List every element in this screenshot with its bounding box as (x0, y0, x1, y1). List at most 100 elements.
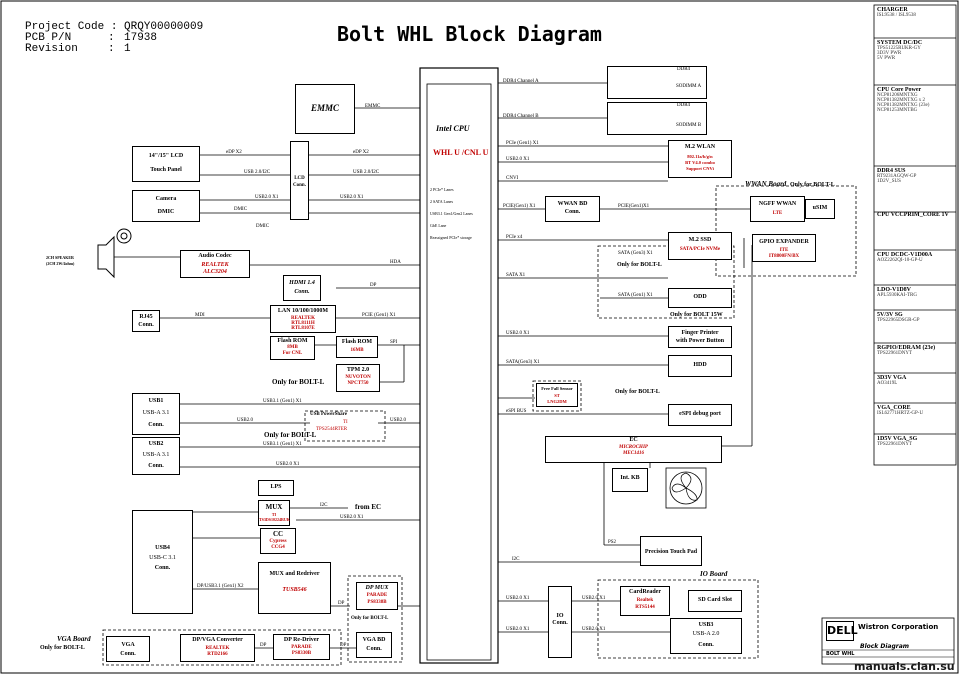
doc-name: BOLT WHL (826, 651, 855, 657)
hdd-label: HDD (693, 362, 707, 368)
cpu-notes: 2 PCIe* Lanes 2 SATA Lanes USB3.1 Gen1/G… (430, 184, 473, 244)
mux-label: MUX (265, 503, 283, 511)
sig-pcie-x4: PCIe x4 (506, 235, 523, 240)
sig-usb20-io: USB2.0 X1 (506, 596, 530, 601)
gpio-label: GPIO EXPANDER (759, 239, 809, 245)
power-row-title: SYSTEM DC/DC (877, 40, 923, 46)
revision-sep: : (108, 43, 115, 55)
odd-block: ODD (668, 288, 732, 308)
finger-sub: with Power Button (675, 338, 725, 344)
wwanbd-conn: Conn. (564, 209, 581, 215)
usim-block: uSIM (805, 199, 835, 219)
ssd-spec: SATA/PCIe NVMe (679, 247, 721, 252)
vgabd-conn: Conn. (366, 646, 382, 652)
flash2-label: Flash ROM (341, 339, 373, 345)
sig-emmc: EMMC (365, 104, 381, 109)
wwanbd-label: WWAN BD (557, 201, 588, 207)
power-row-title: CHARGER (877, 7, 908, 13)
cpu-label: Intel CPU (436, 124, 470, 133)
wlan-spec3: Support CNVi (686, 166, 714, 171)
vga-label: VGA (121, 642, 135, 648)
audio-codec-block: Audio Codec REALTEK ALC3204 (180, 250, 250, 278)
sig-dp: DP (370, 283, 377, 288)
espi-debug-block: eSPI debug port (668, 404, 732, 426)
sig-dp3: DP (260, 643, 267, 648)
finger-printer-block: Finger Printer with Power Button (668, 326, 732, 348)
usb4-spec: USB-C 3.1 (149, 555, 176, 561)
power-row-title: 3D3V VGA (877, 375, 907, 381)
mux-part: TS3DS10224RUK (259, 517, 290, 522)
power-row: RGPIO/EDRAM (23e)TPS22961DNYT (877, 345, 935, 356)
sig-i2c-tp: I2C (512, 557, 520, 562)
sig-sata-hdd: SATA(Gen3) X1 (506, 360, 540, 365)
lps-block: LPS (258, 480, 294, 496)
sig-spi: SPI (390, 340, 398, 345)
odd-label: ODD (693, 294, 707, 300)
power-row-title: DDR4 SUS (877, 168, 906, 174)
power-row-title: RGPIO/EDRAM (23e) (877, 345, 936, 351)
sig-pcie-lan: PCIE (Gen1) X1 (362, 313, 396, 318)
sd-card-slot-block: SD Card Slot (688, 590, 742, 612)
cpu-note: 2 PCIe* Lanes (430, 187, 454, 192)
redriver-block: MUX and Redriver TUSB546 (258, 562, 331, 614)
from-ec: from EC (355, 503, 382, 511)
sdslot-label: SD Card Slot (697, 597, 732, 603)
sig-usb20-u2: USB2.0 X1 (276, 462, 300, 467)
ssd-label: M.2 SSD (688, 237, 712, 243)
ec-part: MEC1416 (622, 451, 645, 456)
hdmi-label: HDMI 1.4 (289, 280, 315, 286)
ngff-label: NGFF WWAN (758, 201, 797, 207)
lps-label: LPS (270, 484, 282, 490)
sig-ddr-b: DDR4 Channel B (503, 114, 539, 119)
lan-label: LAN 10/100/1000M (277, 308, 329, 314)
power-row-title: 1D5V VGA_SG (877, 436, 918, 442)
audio-label: Audio Codec (198, 253, 232, 259)
sig-usb20-ps: USB2.0 (237, 418, 253, 423)
note-bolt-l-ssd: Only for BOLT-L (617, 262, 662, 268)
sig-edp2: eDP X2 (353, 150, 369, 155)
finger-label: Finger Printer (681, 330, 719, 336)
audio-vendor: REALTEK (201, 262, 229, 268)
power-row-line: NCP81206MNTXG (877, 93, 918, 98)
usb4-label: USB4 (155, 545, 170, 551)
mux-block: MUX TI TS3DS10224RUK (258, 500, 290, 526)
audio-part: ALC3204 (203, 269, 227, 275)
usb1-spec: USB-A 3.1 (142, 410, 170, 416)
tpm-vendor: NUVOTON (345, 375, 371, 380)
cpu-sub: WHL U /CNL U (433, 148, 489, 157)
sig-sata-odd: SATA (Gen1) X1 (618, 293, 653, 298)
sig-pcie-wlan: PCIe (Gen1) X1 (506, 141, 539, 146)
emmc-block: EMMC (295, 84, 355, 134)
flash-rom-block: Flash ROM 16MB (336, 336, 378, 358)
sig-dmic2: DMIC (256, 224, 270, 229)
usb3-spec: USB-A 2.0 (692, 631, 720, 637)
sig-usb20-c: USB2.0 X1 (340, 515, 364, 520)
espi-label: eSPI debug port (679, 411, 721, 417)
power-row-line: AO3419L (877, 381, 898, 386)
vga-conn: Conn. (120, 651, 136, 657)
power-row-line: TPS51225RUKR-GY (877, 46, 921, 51)
power-row-line: APL5930KAI-TRG (877, 293, 917, 298)
wlan-spec1: 802.11a/b/g/n (687, 154, 713, 159)
gpio-vendor: ITE (779, 248, 789, 253)
note-bolt-l-sensor: Only for BOLT-L (615, 389, 660, 395)
sig-hda: HDA (390, 260, 401, 265)
sig-dmic1: DMIC (234, 207, 248, 212)
rj45-conn: Conn. (138, 322, 154, 328)
usb3-label: USB3 (698, 622, 714, 628)
sig-sata-x1: SATA X1 (506, 273, 526, 278)
pcb-sep: : (108, 32, 115, 44)
vga-bd-block: VGA BD Conn. (356, 632, 392, 658)
usb2-label: USB2 (148, 441, 164, 447)
dprd-part: PS8330B (291, 651, 312, 656)
power-row-title: VGA_CORE (877, 405, 911, 411)
usim-label: uSIM (812, 205, 828, 211)
sig-usb20-wl: USB2.0 X1 (506, 157, 530, 162)
